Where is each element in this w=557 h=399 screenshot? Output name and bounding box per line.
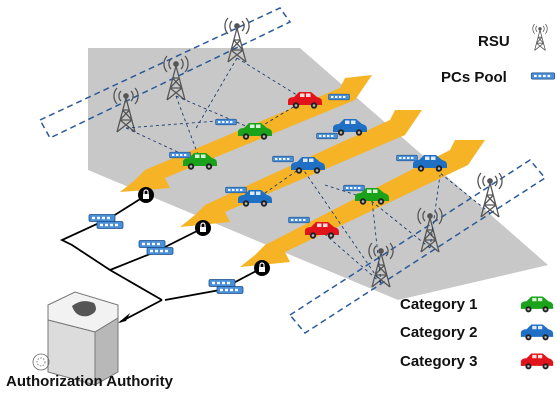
legend-rsu-label: RSU: [478, 33, 510, 50]
pcs-pool-icon: [138, 240, 166, 248]
rsu-region-top: [38, 7, 292, 139]
pcs-pool-icon: [328, 93, 350, 101]
authority-label: Authorization Authority: [6, 373, 174, 390]
legend-category-label: Category 1: [400, 296, 478, 313]
lock-icon: [253, 259, 271, 277]
pcs-pool-icon: [225, 186, 247, 194]
rsu-regions: [38, 7, 547, 334]
rsu-region-bottom: [288, 159, 547, 334]
lock-icon: [194, 219, 212, 237]
legend-categories: Category 1 Category 2 Category 3: [400, 296, 554, 370]
pcs-pool-icon: [316, 132, 338, 140]
legend-rsu-icon: [532, 23, 548, 51]
pcs-pool-icon: [208, 279, 236, 287]
pcs-pool-icon: [396, 154, 418, 162]
pcs-pool-icon: [343, 184, 365, 192]
pcs-pool-icon: [96, 221, 124, 229]
legend-category-label: Category 2: [400, 324, 478, 341]
wire-pcs-pools: [88, 214, 244, 294]
pcs-pool-icon: [215, 118, 237, 126]
legend-car-icon: [520, 296, 554, 313]
legend-pcs-pool-label: PCs Pool: [441, 69, 507, 86]
lock-icon: [137, 186, 155, 204]
pcs-pool-icon: [288, 216, 310, 224]
legend-car-icon: [520, 324, 554, 341]
authority-building-icon: [47, 291, 119, 386]
pcs-pool-icon: [146, 247, 174, 255]
authority-emblem-icon: [32, 353, 50, 371]
legend-car-icon: [520, 353, 554, 370]
pcs-pool-icon: [216, 286, 244, 294]
pcs-pool-icon: [272, 155, 294, 163]
legend-category-label: Category 3: [400, 353, 478, 370]
pcs-pool-icon: [88, 214, 116, 222]
legend-pcs-pool-icon: [530, 72, 556, 80]
pcs-pool-icon: [169, 151, 191, 159]
